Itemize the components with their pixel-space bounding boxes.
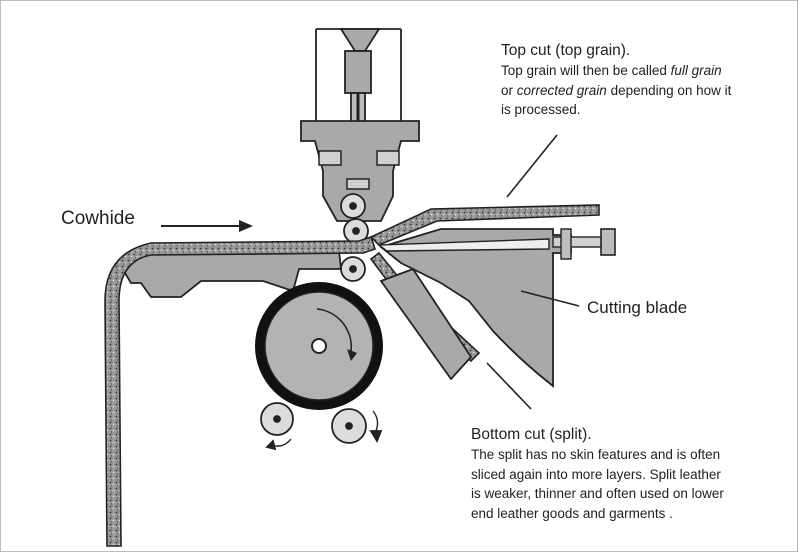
top-cut-leader (506, 134, 558, 198)
top-cut-description: Top grain will then be called full grain… (501, 61, 791, 120)
feed-direction-arrow (161, 220, 253, 232)
bottom-cut-callout: Bottom cut (split). The split has no ski… (471, 425, 791, 523)
split-guide-plate (379, 267, 473, 381)
full-grain-term: full grain (670, 63, 722, 79)
top-cut-line3: is processed. (501, 102, 581, 118)
upper-rollers (340, 193, 369, 244)
cutting-blade-leader (520, 290, 580, 307)
bottom-cut-heading: Bottom cut (split). (471, 426, 592, 443)
upper-head-block (300, 120, 420, 222)
blade-adjust-knob[interactable] (600, 228, 616, 256)
feed-drum (255, 282, 383, 410)
top-cut-callout: Top cut (top grain). Top grain will then… (501, 41, 791, 120)
top-cut-or: or (501, 82, 517, 98)
top-cut-line1: Top grain will then be called (501, 63, 671, 79)
bottom-cut-leader (486, 362, 532, 410)
center-nut (346, 178, 370, 190)
blade-adjust-collar (560, 228, 572, 260)
drum-rotation-arrow (316, 308, 353, 352)
cowhide-label: Cowhide (61, 208, 135, 229)
left-bolt (318, 150, 342, 166)
bottom-cut-line3: is weaker, thinner and often used on low… (471, 486, 724, 502)
top-cut-heading: Top cut (top grain). (501, 42, 631, 59)
right-bolt (376, 150, 400, 166)
support-rollers (260, 402, 383, 451)
bottom-cut-line1: The split has no skin features and is of… (471, 447, 721, 463)
bottom-cut-line2: sliced again into more layers. Split lea… (471, 466, 721, 482)
corrected-grain-term: corrected grain (516, 82, 607, 98)
cowhide-sheet (104, 235, 377, 547)
top-cut-line2-rest: depending on how it (606, 82, 732, 98)
bottom-cut-description: The split has no skin features and is of… (471, 445, 791, 523)
cutting-blade-label: Cutting blade (587, 298, 688, 317)
bottom-cut-line4: end leather goods and garments . (471, 505, 673, 521)
lower-feed-roller (340, 256, 366, 282)
cutting-blade (376, 238, 550, 252)
